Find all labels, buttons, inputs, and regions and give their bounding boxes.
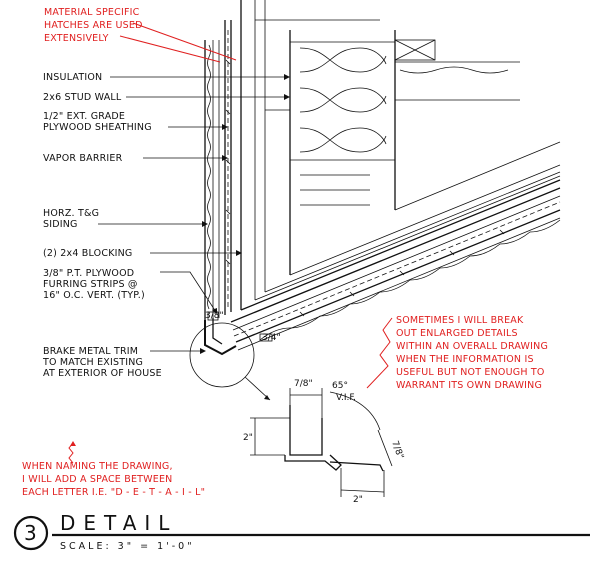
dim-top: 7/8" xyxy=(294,379,313,389)
small-dim-b: 3/4" xyxy=(262,333,281,343)
svg-text:WITHIN AN OVERALL DRAWING: WITHIN AN OVERALL DRAWING xyxy=(396,341,548,352)
left-labels: INSULATION 2x6 STUD WALL 1/2" EXT. GRADE… xyxy=(42,72,290,379)
label-furring-1: 3/8" P.T. PLYWOOD xyxy=(43,268,134,279)
sloped-assembly xyxy=(230,141,561,351)
label-sheathing-2: PLYWOOD SHEATHING xyxy=(43,122,152,133)
svg-text:WHEN NAMING THE DRAWING,: WHEN NAMING THE DRAWING, xyxy=(22,461,173,472)
svg-text:WARRANT ITS OWN DRAWING: WARRANT ITS OWN DRAWING xyxy=(396,380,542,391)
label-stud-wall: 2x6 STUD WALL xyxy=(43,92,122,103)
svg-text:MATERIAL SPECIFIC: MATERIAL SPECIFIC xyxy=(44,7,140,18)
label-vapor-barrier: VAPOR BARRIER xyxy=(43,153,123,164)
dim-angle: 65° xyxy=(332,381,348,391)
enlarge-callout-circle xyxy=(189,322,255,388)
detail-number: 3 xyxy=(24,521,37,545)
svg-text:OUT ENLARGED DETAILS: OUT ENLARGED DETAILS xyxy=(396,328,518,339)
label-trim-1: BRAKE METAL TRIM xyxy=(43,346,138,357)
label-furring-2: FURRING STRIPS @ xyxy=(43,279,138,290)
red-note-hatches: MATERIAL SPECIFIC HATCHES ARE USED EXTEN… xyxy=(44,7,237,63)
corner-trim xyxy=(204,311,273,356)
small-dim-a: 3/8" xyxy=(205,311,224,321)
dim-left: 2" xyxy=(243,433,253,443)
label-blocking: (2) 2x4 BLOCKING xyxy=(43,248,133,259)
detail-title: DETAIL xyxy=(60,511,177,535)
label-trim-3: AT EXTERIOR OF HOUSE xyxy=(43,368,162,379)
dim-right: 7/8" xyxy=(389,440,405,461)
label-siding-1: HORZ. T&G xyxy=(43,208,99,219)
label-trim-2: TO MATCH EXISTING xyxy=(42,357,143,368)
label-furring-3: 16" O.C. VERT. (TYP.) xyxy=(43,290,145,301)
label-siding-2: SIDING xyxy=(43,219,78,230)
label-sheathing-1: 1/2" EXT. GRADE xyxy=(43,111,125,122)
svg-text:EACH LETTER I.E. "D - E - T -: EACH LETTER I.E. "D - E - T - A - I - L" xyxy=(22,487,205,498)
detail-number-circle xyxy=(13,515,49,551)
detail-scale: SCALE: 3" = 1'-0" xyxy=(60,541,195,552)
svg-text:USEFUL BUT NOT ENOUGH TO: USEFUL BUT NOT ENOUGH TO xyxy=(396,367,545,378)
enlarged-profile: 2" 7/8" 65° V.I.F. 7/8" 2" xyxy=(243,379,405,505)
svg-text:HATCHES ARE USED: HATCHES ARE USED xyxy=(44,20,143,31)
svg-text:I WILL ADD A SPACE BETWEEN: I WILL ADD A SPACE BETWEEN xyxy=(22,474,172,485)
wall-assembly xyxy=(204,0,520,320)
label-insulation: INSULATION xyxy=(43,72,102,83)
svg-text:EXTENSIVELY: EXTENSIVELY xyxy=(44,33,109,44)
dim-bottom: 2" xyxy=(353,495,363,505)
svg-text:WHEN THE INFORMATION IS: WHEN THE INFORMATION IS xyxy=(396,354,534,365)
callout-leader xyxy=(244,376,271,401)
title-block: 3 DETAIL SCALE: 3" = 1'-0" xyxy=(13,511,590,552)
svg-text:SOMETIMES I WILL BREAK: SOMETIMES I WILL BREAK xyxy=(396,315,524,326)
red-note-naming: WHEN NAMING THE DRAWING, I WILL ADD A SP… xyxy=(22,441,205,498)
red-note-enlarged: SOMETIMES I WILL BREAK OUT ENLARGED DETA… xyxy=(366,315,548,391)
dim-vif: V.I.F. xyxy=(336,393,356,403)
